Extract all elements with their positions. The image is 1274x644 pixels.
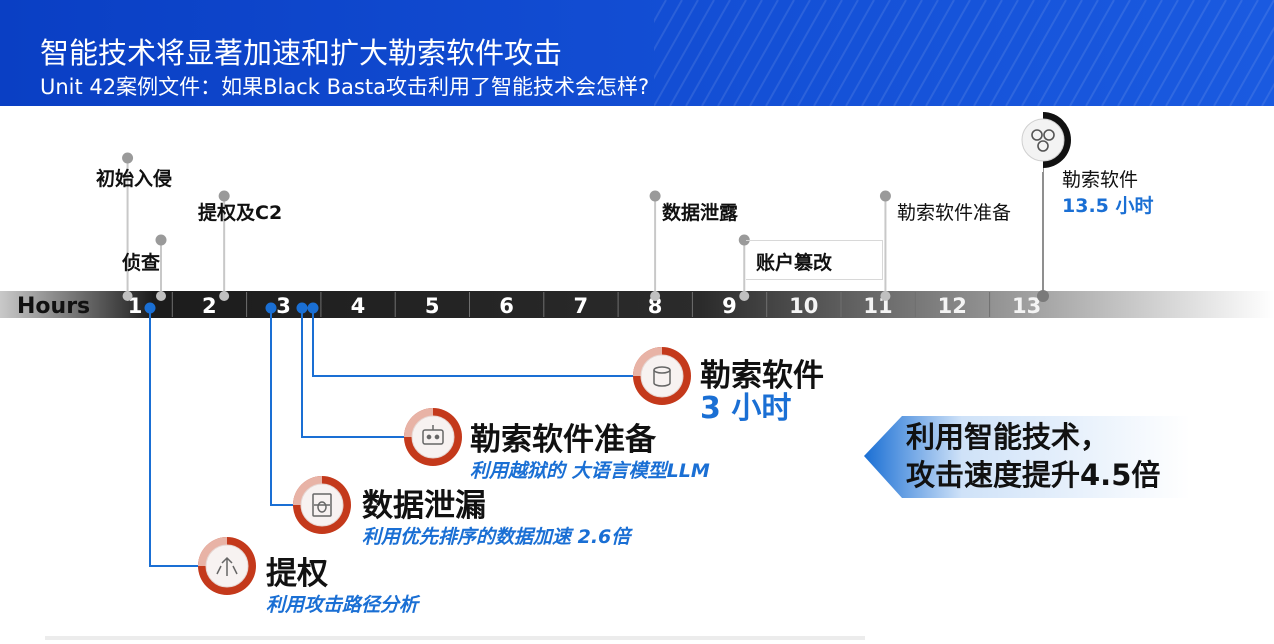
event-axis-dot [219, 291, 230, 301]
ai-step-exfil-title: 数据泄漏 [362, 488, 486, 524]
axis-tick-label: 5 [425, 294, 440, 318]
speedup-line-2: 攻击速度提升4.5倍 [906, 458, 1161, 492]
timeline-axis [0, 291, 1274, 318]
axis-tick-label: 4 [351, 294, 366, 318]
event-label-ransom-prep: 勒索软件准备 [897, 202, 1012, 224]
ai-step-privesc-title: 提权 [266, 556, 328, 592]
ai-step-prep-title: 勒索软件准备 [470, 422, 656, 458]
gear-icon [1043, 129, 1055, 141]
speedup-line-1: 利用智能技术， [906, 420, 1110, 454]
bottom-rule [45, 636, 865, 640]
event-label-privesc-c2: 提权及C2 [198, 202, 283, 224]
axis-tick-label: 12 [938, 294, 967, 318]
step-axis-dot [265, 302, 277, 314]
event-axis-dot [122, 291, 133, 301]
robot-icon [411, 415, 455, 459]
event-dot [879, 190, 891, 202]
axis-tick-label: 9 [722, 294, 737, 318]
axis-tick-label: 1 [128, 294, 143, 318]
gear-icon [1031, 129, 1043, 141]
end-event-label: 勒索软件 [1062, 169, 1139, 191]
axis-tick-label: 8 [648, 294, 663, 318]
page-title: 智能技术将显著加速和扩大勒索软件攻击 [40, 36, 563, 70]
event-dot [649, 190, 661, 202]
step-connector [270, 308, 294, 506]
event-axis-dot [739, 291, 750, 301]
ai-step-ransomware-hours: 3 小时 [700, 391, 792, 426]
speedup-arrow [864, 416, 1190, 498]
account-tamper-box [746, 240, 883, 280]
gear-icon [1037, 140, 1049, 152]
axis-tick-label: 6 [499, 294, 514, 318]
axis-label: Hours [17, 294, 91, 319]
event-dot [155, 234, 167, 246]
ai-step-privesc-subtitle: 利用攻击路径分析 [266, 594, 419, 616]
axis-tick-label: 2 [202, 294, 217, 318]
step-axis-dot [307, 302, 319, 314]
hatch-pattern [654, 0, 1274, 106]
step-connector [149, 308, 199, 567]
event-label-exfil: 数据泄露 [662, 202, 739, 224]
event-dot [218, 190, 230, 202]
page-subtitle: Unit 42案例文件：如果Black Basta攻击利用了智能技术会怎样? [40, 75, 650, 99]
event-dot [738, 234, 750, 246]
ai-step-exfil-subtitle: 利用优先排序的数据加速 2.6倍 [362, 526, 631, 548]
step-axis-dot [144, 302, 156, 314]
axis-tick-label: 3 [276, 294, 291, 318]
event-label-recon: 侦查 [122, 252, 161, 274]
speedup-callout: 利用智能技术， 攻击速度提升4.5倍 [906, 418, 1160, 494]
event-axis-dot [880, 291, 891, 301]
event-label-account-tamper: 账户篡改 [756, 252, 833, 274]
ai-step-prep-subtitle: 利用越狱的 大语言模型LLM [470, 460, 710, 482]
database-lock-icon [640, 354, 684, 398]
gear-cluster-icon [1021, 118, 1065, 162]
step-axis-dot [296, 302, 308, 314]
axis-tick-label: 7 [573, 294, 588, 318]
event-label-initial-intrusion: 初始入侵 [96, 168, 173, 190]
end-axis-dot [1037, 290, 1049, 302]
ai-step-ransomware-title: 勒索软件 [700, 358, 824, 394]
axis-tick-label: 13 [1012, 294, 1041, 318]
step-connector [301, 308, 405, 438]
header-banner: 智能技术将显著加速和扩大勒索软件攻击 Unit 42案例文件：如果Black B… [0, 0, 1274, 106]
event-axis-dot [650, 291, 661, 301]
end-event-value: 13.5 小时 [1062, 195, 1154, 217]
step-connector [312, 308, 634, 377]
axis-tick-label: 10 [789, 294, 818, 318]
event-axis-dot [156, 291, 167, 301]
event-dot [122, 152, 134, 164]
